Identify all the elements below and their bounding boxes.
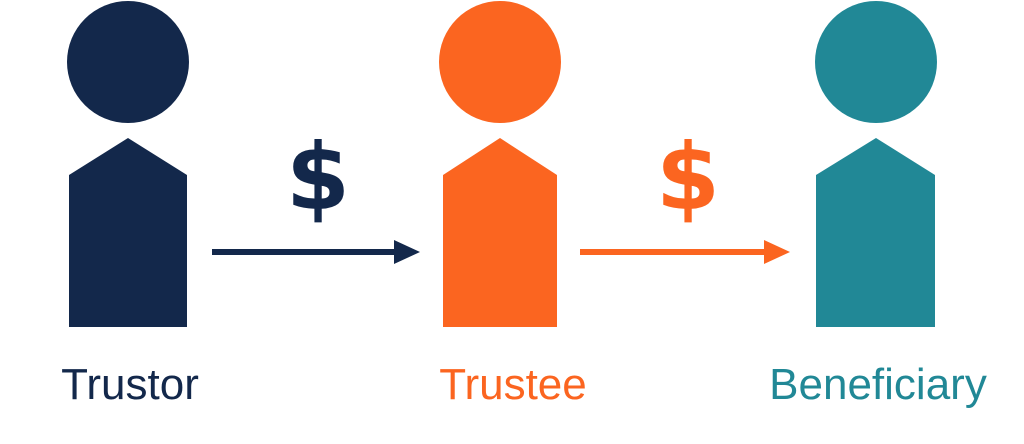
beneficiary-body [816,138,935,327]
beneficiary-figure [815,1,937,327]
beneficiary-label: Beneficiary [769,360,987,409]
beneficiary-head [815,1,937,123]
trustee-body [443,138,557,327]
trustor-body [69,138,187,327]
trustor-head [67,1,189,123]
arrow-trustee-to-beneficiary [580,240,790,264]
dollar-sign-trustor-to-trustee: $ [285,124,350,231]
trustee-label: Trustee [439,360,587,409]
arrow-2-head [764,240,790,264]
trustee-figure [439,1,561,327]
trustor-label: Trustor [61,360,199,409]
arrow-trustor-to-trustee [212,240,420,264]
arrow-1-head [394,240,420,264]
dollar-sign-trustee-to-beneficiary: $ [655,124,720,231]
trustee-head [439,1,561,123]
trustor-figure [67,1,189,327]
